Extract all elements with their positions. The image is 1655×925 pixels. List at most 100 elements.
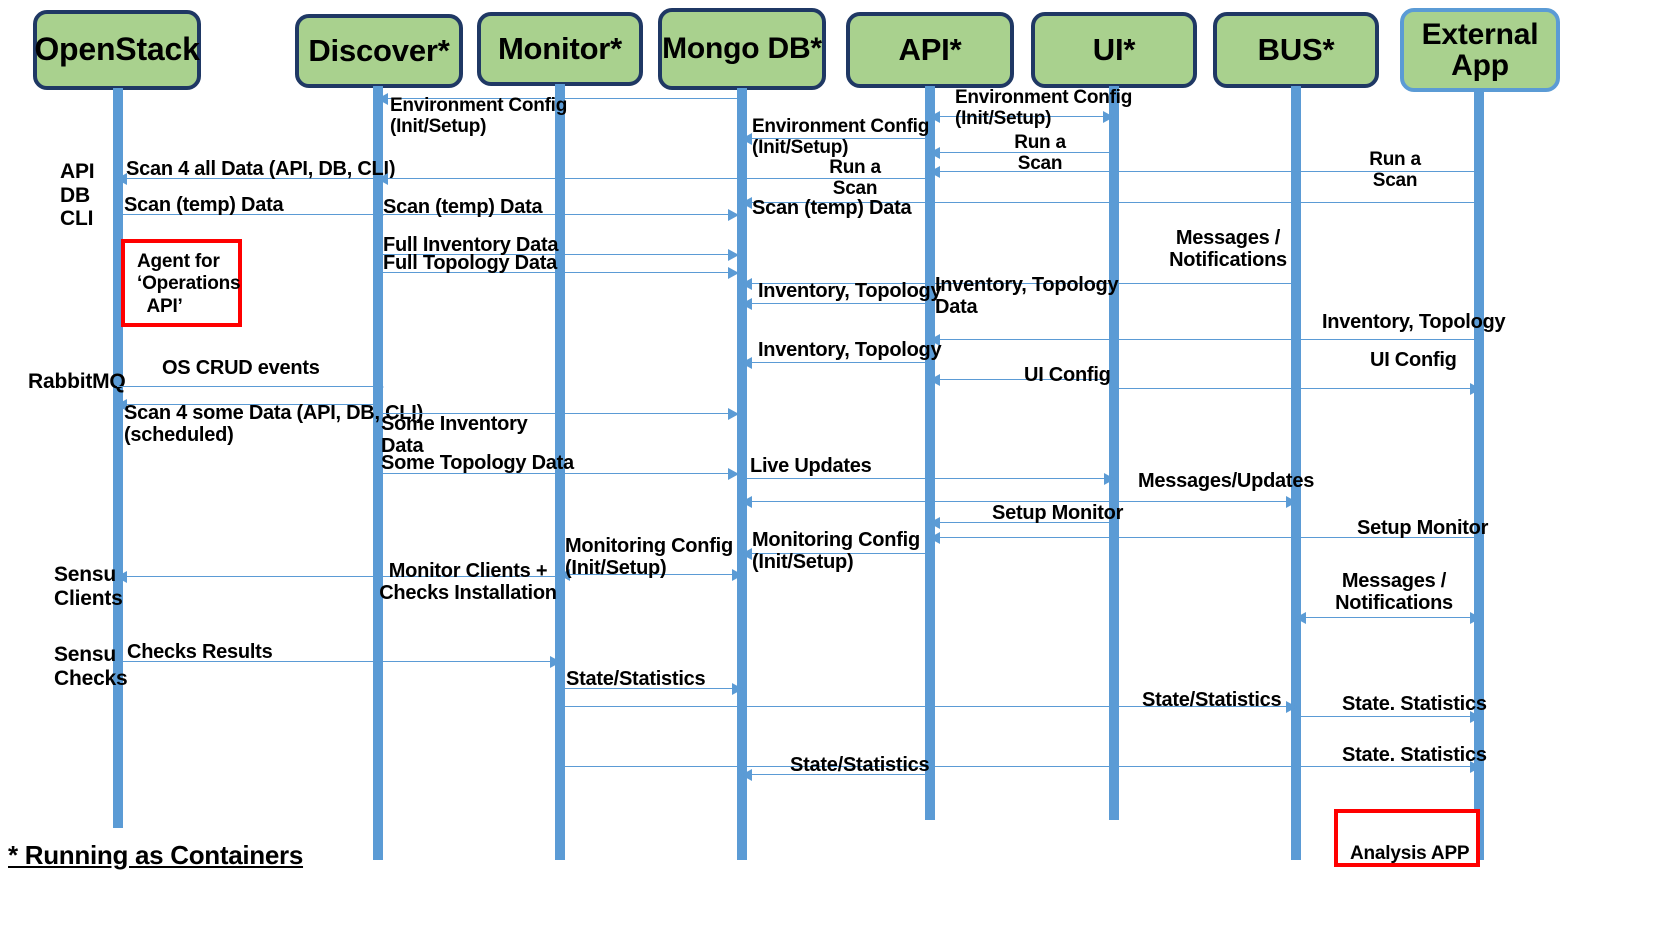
arrowhead-right-icon xyxy=(732,683,743,695)
actor-external-app-label: External App xyxy=(1421,17,1539,82)
arrowhead-right-icon xyxy=(728,209,739,221)
message-line-m03 xyxy=(929,111,1114,123)
message-line-m21 xyxy=(378,408,739,420)
note-analysis-app: Analysis APP xyxy=(1334,809,1480,867)
lifeline-mongodb xyxy=(737,88,747,860)
actor-api[interactable]: API* xyxy=(846,12,1014,88)
arrowhead-left-icon xyxy=(377,93,388,105)
side-label-sensu-clients: Sensu Clients xyxy=(54,563,123,610)
actor-ui-label: UI* xyxy=(1092,31,1136,67)
message-line-m09-cont xyxy=(741,197,1480,209)
message-label-m01: Environment Config (Init/Setup) xyxy=(390,95,568,137)
message-label-m03: Environment Config (Init/Setup) xyxy=(955,87,1133,129)
message-line-m12 xyxy=(741,278,1294,290)
side-label-sensu-checks: Sensu Checks xyxy=(54,643,128,690)
message-label-m07: Run a Scan xyxy=(829,157,881,199)
message-label-m34: State. Statistics xyxy=(1342,693,1487,715)
message-label-m04: Run a Scan xyxy=(1014,132,1066,174)
message-line-m29 xyxy=(116,571,560,583)
message-label-m09-cont: Scan (temp) Data xyxy=(752,197,912,219)
arrowhead-left-icon xyxy=(929,111,940,123)
actor-api-label: API* xyxy=(898,31,962,67)
footer-running-as-containers: * Running as Containers xyxy=(8,840,304,870)
actor-discover[interactable]: Discover* xyxy=(295,14,463,88)
arrowhead-left-icon xyxy=(929,147,940,159)
message-label-m12: Messages / Notifications xyxy=(1169,227,1287,271)
message-label-m35: State. Statistics xyxy=(1342,744,1487,766)
arrowhead-left-icon xyxy=(929,532,940,544)
actor-discover-label: Discover* xyxy=(308,32,450,68)
message-label-m31: Checks Results xyxy=(127,641,273,663)
message-label-m19: OS CRUD events xyxy=(162,357,320,379)
actor-bus[interactable]: BUS* xyxy=(1213,12,1379,88)
message-label-m18: UI Config xyxy=(1370,349,1457,371)
message-line-m06 xyxy=(116,173,378,185)
message-label-m23: Live Updates xyxy=(750,455,872,477)
side-label-rabbitmq: RabbitMQ xyxy=(28,370,126,393)
message-line-m30 xyxy=(1295,612,1481,624)
message-label-m11: Full Topology Data xyxy=(383,252,558,274)
message-line-m01 xyxy=(377,93,738,105)
arrowhead-left-icon xyxy=(741,548,752,560)
side-label-api-db-cli: API DB CLI xyxy=(60,160,95,231)
arrowhead-left-icon xyxy=(116,399,127,411)
arrowhead-right-icon xyxy=(728,267,739,279)
lifeline-ui xyxy=(1109,86,1119,820)
message-label-m06: Scan 4 all Data (API, DB, CLI) xyxy=(126,158,396,180)
message-line-m17 xyxy=(929,374,1113,386)
message-line-m22 xyxy=(378,468,739,480)
message-line-m02 xyxy=(741,133,928,145)
actor-mongodb[interactable]: Mongo DB* xyxy=(658,8,826,90)
arrowhead-left-icon xyxy=(929,334,940,346)
arrowhead-right-icon xyxy=(550,656,561,668)
message-line-m05 xyxy=(929,166,1476,178)
message-line-m34 xyxy=(1296,711,1481,723)
actor-ui[interactable]: UI* xyxy=(1031,12,1197,88)
message-label-m36: State/Statistics xyxy=(790,754,930,776)
message-label-m25: Setup Monitor xyxy=(992,502,1124,524)
message-label-m27: Monitoring Config (Init/Setup) xyxy=(752,529,920,573)
arrowhead-left-icon xyxy=(741,298,752,310)
lifeline-openstack xyxy=(113,88,123,828)
arrowhead-left-icon xyxy=(741,133,752,145)
message-line-m16 xyxy=(741,357,928,369)
arrowhead-right-icon xyxy=(732,569,743,581)
arrowhead-right-icon xyxy=(728,249,739,261)
message-label-m24: Messages/Updates xyxy=(1138,470,1315,492)
message-label-m13: Inventory, Topology Data xyxy=(935,274,1119,318)
message-line-m13 xyxy=(741,298,928,310)
message-label-m33: State/Statistics xyxy=(1142,689,1282,711)
arrowhead-right-icon xyxy=(1470,761,1481,773)
message-line-m11 xyxy=(378,267,739,279)
arrowhead-right-icon xyxy=(1470,612,1481,624)
message-line-m27 xyxy=(741,548,928,560)
actor-external-app[interactable]: External App xyxy=(1400,8,1560,92)
message-line-m33 xyxy=(560,701,1297,713)
message-line-m32 xyxy=(560,683,743,695)
message-label-m28: Monitoring Config (Init/Setup) xyxy=(565,535,733,579)
arrowhead-right-icon xyxy=(1104,473,1115,485)
arrowhead-left-icon xyxy=(741,769,752,781)
lifeline-monitor xyxy=(555,84,565,860)
message-line-m08 xyxy=(117,209,384,221)
arrowhead-left-icon xyxy=(116,173,127,185)
message-line-m19 xyxy=(117,381,384,393)
message-line-m09 xyxy=(378,209,739,221)
lifeline-external-app xyxy=(1474,90,1484,860)
message-line-m10 xyxy=(378,249,739,261)
message-label-m02: Environment Config (Init/Setup) xyxy=(752,116,930,158)
arrowhead-right-icon xyxy=(728,408,739,420)
message-label-m05: Run a Scan xyxy=(1369,149,1421,191)
message-label-m08: Scan (temp) Data xyxy=(124,194,284,216)
message-label-m09: Scan (temp) Data xyxy=(383,196,543,218)
arrowhead-left-icon xyxy=(1295,612,1306,624)
actor-monitor[interactable]: Monitor* xyxy=(477,12,643,86)
arrowhead-right-icon xyxy=(1470,711,1481,723)
message-label-m30: Messages / Notifications xyxy=(1335,570,1453,614)
actor-openstack[interactable]: OpenStack xyxy=(33,10,201,90)
arrowhead-left-icon xyxy=(741,278,752,290)
arrowhead-left-icon xyxy=(741,357,752,369)
message-line-m26 xyxy=(929,532,1476,544)
arrowhead-right-icon xyxy=(373,381,384,393)
